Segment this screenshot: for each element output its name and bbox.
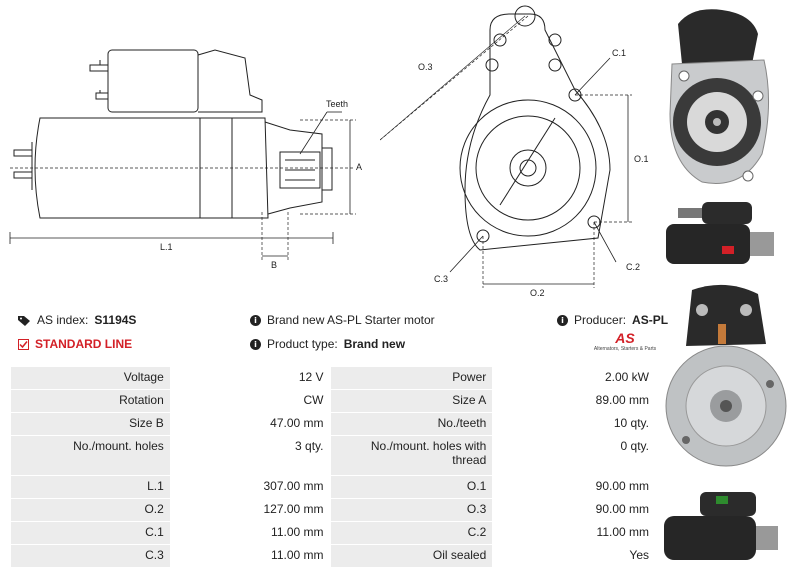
as-index-value: S1194S <box>94 313 137 327</box>
producer-line: i Producer: AS-PL <box>557 313 668 327</box>
table-row: L.1 307.00 mm O.1 90.00 mm <box>10 475 656 499</box>
spec-key: No./mount. holes <box>10 435 171 476</box>
table-row: No./mount. holes 3 qty. No./mount. holes… <box>10 435 656 476</box>
spec-key: Oil sealed <box>329 544 494 568</box>
spec-key: C.1 <box>10 521 171 545</box>
product-type-label: Product type: <box>267 337 338 351</box>
spec-key: O.1 <box>329 475 494 499</box>
logo-mark: AS <box>615 330 635 346</box>
spec-value: 90.00 mm <box>492 475 656 499</box>
table-row: C.3 11.00 mm Oil sealed Yes <box>10 544 656 568</box>
spec-key: C.3 <box>10 544 171 568</box>
standard-line-badge: STANDARD LINE <box>18 337 132 351</box>
technical-drawings: Teeth A L.1 B <box>0 0 660 300</box>
spec-value: 307.00 mm <box>169 475 331 499</box>
spec-value: 11.00 mm <box>492 521 656 545</box>
spec-key: O.3 <box>329 498 494 522</box>
table-row: Size B 47.00 mm No./teeth 10 qty. <box>10 412 656 436</box>
dim-o3-label: O.3 <box>418 62 433 72</box>
spec-value: 47.00 mm <box>169 412 331 436</box>
dim-o1-label: O.1 <box>634 154 649 164</box>
info-icon: i <box>250 314 261 326</box>
description-text: Brand new AS-PL Starter motor <box>267 313 435 327</box>
spec-key: No./teeth <box>329 412 494 436</box>
spec-value: 3 qty. <box>169 435 331 476</box>
standard-line-label: STANDARD LINE <box>35 337 133 351</box>
spec-value: Yes <box>492 544 656 568</box>
spec-table: Voltage 12 V Power 2.00 kW Rotation CW S… <box>10 366 656 568</box>
spec-value: CW <box>169 389 331 413</box>
product-type-value: Brand new <box>343 337 406 351</box>
table-row: C.1 11.00 mm C.2 11.00 mm <box>10 521 656 545</box>
table-row: Voltage 12 V Power 2.00 kW <box>10 366 656 390</box>
producer-value: AS-PL <box>632 313 669 327</box>
spec-key: L.1 <box>10 475 171 499</box>
spec-value: 10 qty. <box>492 412 656 436</box>
dim-a-label: A <box>356 162 362 172</box>
dim-l1-label: L.1 <box>160 242 173 252</box>
spec-value: 90.00 mm <box>492 498 656 522</box>
info-icon: i <box>557 314 568 326</box>
spec-key: Size B <box>10 412 171 436</box>
spec-value: 0 qty. <box>492 435 656 476</box>
dim-o2-label: O.2 <box>530 288 545 298</box>
check-square-icon <box>18 338 29 350</box>
spec-value: 11.00 mm <box>169 544 331 568</box>
spec-key: No./mount. holes with thread <box>329 435 494 476</box>
spec-value: 11.00 mm <box>169 521 331 545</box>
spec-key: O.2 <box>10 498 171 522</box>
info-icon: i <box>250 338 261 350</box>
side-view-drawing: Teeth A L.1 B <box>9 49 362 270</box>
photo-rear-terminals[interactable] <box>662 280 792 480</box>
spec-key: Rotation <box>10 389 171 413</box>
dim-c1-label: C.1 <box>612 48 626 58</box>
photo-side-view[interactable] <box>662 196 780 274</box>
description-line: i Brand new AS-PL Starter motor <box>250 313 435 327</box>
photo-angle-view[interactable] <box>658 486 782 570</box>
dim-c2-label: C.2 <box>626 262 640 272</box>
dim-c3-label: C.3 <box>434 274 448 284</box>
photo-front-flange[interactable] <box>662 4 780 194</box>
spec-key: C.2 <box>329 521 494 545</box>
spec-key: Size A <box>329 389 494 413</box>
spec-key: Power <box>329 366 494 390</box>
spec-value: 89.00 mm <box>492 389 656 413</box>
front-view-drawing: O.3 C.1 O.1 C.2 C.3 O.2 <box>380 5 649 298</box>
table-row: Rotation CW Size A 89.00 mm <box>10 389 656 413</box>
spec-key: Voltage <box>10 366 171 390</box>
spec-value: 12 V <box>169 366 331 390</box>
dim-teeth-label: Teeth <box>326 99 348 109</box>
table-row: O.2 127.00 mm O.3 90.00 mm <box>10 498 656 522</box>
spec-value: 2.00 kW <box>492 366 656 390</box>
as-pl-logo: AS Alternators, Starters & Parts <box>590 330 660 352</box>
product-type-line: i Product type: Brand new <box>250 337 405 351</box>
spec-value: 127.00 mm <box>169 498 331 522</box>
tag-icon <box>18 315 31 326</box>
producer-label: Producer: <box>574 313 627 327</box>
as-index-label: AS index: <box>37 313 89 327</box>
as-index-line: AS index: S1194S <box>18 313 136 327</box>
logo-subtitle: Alternators, Starters & Parts <box>593 346 657 352</box>
dim-b-label: B <box>271 260 277 270</box>
